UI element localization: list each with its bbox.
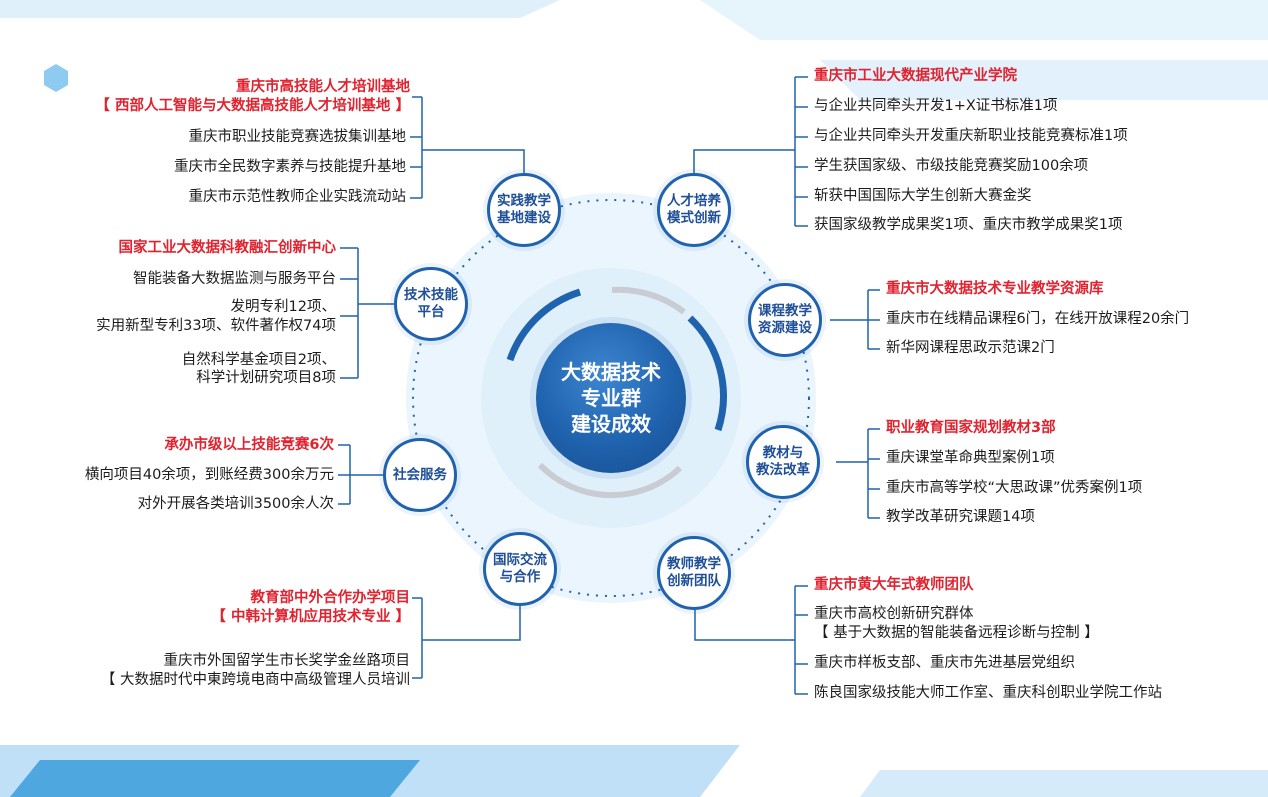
intl-title: 教育部中外合作办学项目 bbox=[250, 590, 411, 606]
intl-subtitle: 【 中韩计算机应用技术专业 】 bbox=[211, 609, 410, 625]
bottom-right-stripe bbox=[860, 770, 1268, 797]
intl-item: 【 大数据时代中東跨境电商中高级管理人员培训 bbox=[100, 672, 410, 688]
material-item: 重庆课堂革命典型案例1项 bbox=[886, 450, 1055, 466]
course-title: 重庆市大数据技术专业教学资源库 bbox=[886, 281, 1104, 297]
talent-item: 获国家级教学成果奖1项、重庆市教学成果奖1项 bbox=[814, 217, 1123, 233]
intl-item: 重庆市外国留学生市长奖学金丝路项目 bbox=[163, 653, 411, 669]
practice-title: 重庆市高技能人才培训基地 bbox=[236, 79, 410, 95]
talent-title: 重庆市工业大数据现代产业学院 bbox=[814, 68, 1017, 84]
teacher-item: 【 基于大数据的智能装备远程诊断与控制 】 bbox=[814, 625, 1099, 641]
top-left-stripe bbox=[0, 0, 560, 18]
teacher-item: 重庆市样板支部、重庆市先进基层党组织 bbox=[814, 655, 1075, 671]
top-right-stripe bbox=[700, 0, 1268, 40]
teacher-title: 重庆市黄大年式教师团队 bbox=[814, 577, 974, 593]
talent-item: 学生获国家级、市级技能竞赛奖励100余项 bbox=[814, 158, 1089, 174]
connector-lines bbox=[338, 76, 880, 695]
bottom-left-band bbox=[10, 760, 420, 797]
practice-item: 重庆市职业技能竞赛选拔集训基地 bbox=[188, 129, 407, 145]
teacher-item: 陈良国家级技能大师工作室、重庆科创职业学院工作站 bbox=[814, 685, 1162, 701]
hexagon-decoration bbox=[44, 64, 68, 92]
practice-item: 重庆市全民数字素养与技能提升基地 bbox=[174, 159, 406, 175]
social-title: 承办市级以上技能竞赛6次 bbox=[164, 437, 334, 453]
node-materials-reform: 教材与 教法改革 bbox=[746, 425, 820, 499]
dotted-orbit bbox=[412, 199, 810, 597]
ring-arc-3 bbox=[537, 462, 683, 499]
tech-item: 智能装备大数据监测与服务平台 bbox=[133, 271, 336, 287]
tech-title: 国家工业大数据科教融汇创新中心 bbox=[118, 240, 337, 256]
talent-item: 与企业共同牵头开发1+X证书标准1项 bbox=[814, 98, 1058, 114]
node-course-resources: 课程教学 资源建设 bbox=[748, 283, 822, 357]
node-teaching-team: 教师教学 创新团队 bbox=[657, 536, 731, 610]
node-tech-platform: 技术技能 平台 bbox=[394, 267, 468, 341]
node-social-service: 社会服务 bbox=[383, 438, 457, 512]
tech-item: 科学计划研究项目8项 bbox=[196, 370, 336, 386]
material-title: 职业教育国家规划教材3部 bbox=[886, 420, 1056, 436]
talent-item: 与企业共同牵头开发重庆新职业技能竞赛标准1项 bbox=[814, 128, 1128, 144]
course-item: 重庆市在线精品课程6门，在线开放课程20余门 bbox=[886, 311, 1190, 327]
node-talent-training: 人才培养 模式创新 bbox=[657, 173, 731, 247]
social-item: 横向项目40余项，到账经费300余万元 bbox=[84, 467, 334, 483]
center-title: 大数据技术 专业群 建设成效 bbox=[536, 323, 686, 473]
practice-subtitle: 【 西部人工智能与大数据高技能人才培训基地 】 bbox=[95, 98, 410, 114]
ring-arc-2 bbox=[687, 315, 727, 432]
tech-item: 自然科学基金项目2项、 bbox=[181, 352, 336, 368]
social-item: 对外开展各类培训3500余人次 bbox=[137, 496, 334, 512]
node-practice-base: 实践教学 基地建设 bbox=[487, 173, 561, 247]
tech-item: 实用新型专利33项、软件著作权74项 bbox=[96, 318, 336, 334]
tech-item: 发明专利12项、 bbox=[230, 299, 336, 315]
ring-arc-4 bbox=[611, 286, 686, 315]
material-item: 教学改革研究课题14项 bbox=[886, 509, 1035, 525]
node-international: 国际交流 与合作 bbox=[483, 532, 557, 606]
practice-item: 重庆市示范性教师企业实践流动站 bbox=[188, 189, 407, 205]
talent-item: 斩获中国国际大学生创新大赛金奖 bbox=[814, 188, 1032, 204]
course-item: 新华网课程思政示范课2门 bbox=[886, 340, 1055, 356]
top-right-stripe-2 bbox=[820, 60, 1268, 100]
teacher-item: 重庆市高校创新研究群体 bbox=[814, 606, 974, 622]
material-item: 重庆市高等学校“大思政课”优秀案例1项 bbox=[886, 480, 1143, 496]
ring-arc-1 bbox=[506, 288, 582, 362]
